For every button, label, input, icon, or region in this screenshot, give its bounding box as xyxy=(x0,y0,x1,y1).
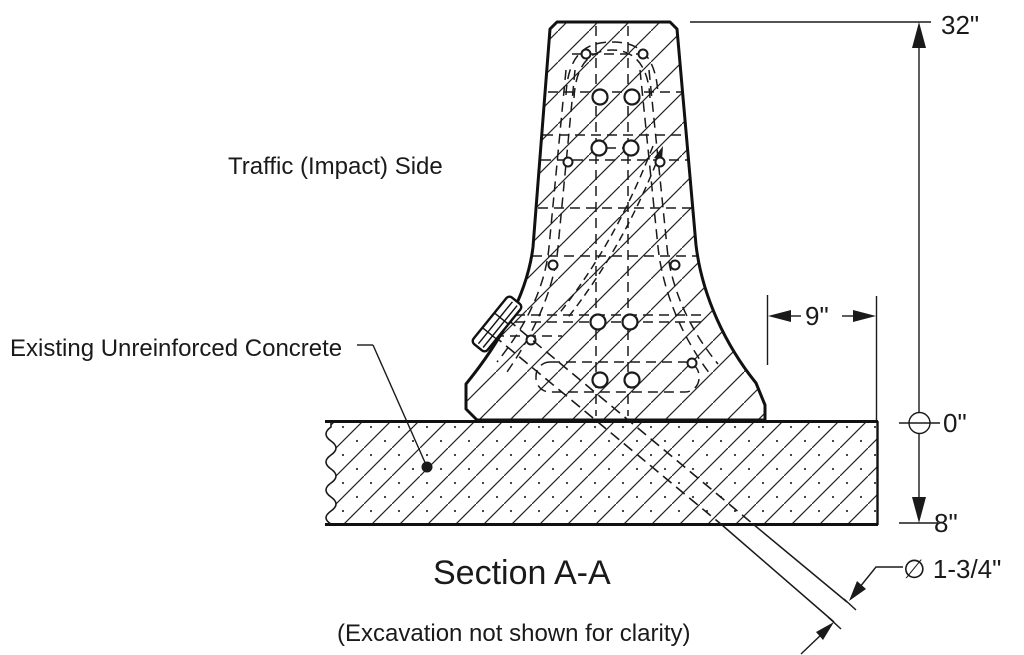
barrier-body xyxy=(464,20,767,422)
slab-break-line xyxy=(325,422,337,525)
dimension-9in xyxy=(766,295,878,420)
existing-slab xyxy=(325,420,879,526)
arrow-right-icon xyxy=(853,310,876,322)
barrier-outline xyxy=(464,20,767,422)
leader-dot-icon xyxy=(421,461,433,473)
rebar-sections xyxy=(525,48,698,389)
excavation-note: (Excavation not shown for clarity) xyxy=(337,620,690,647)
arrow-left-icon xyxy=(768,310,791,322)
arrow-down-icon xyxy=(912,497,926,523)
dim-8in-label: 8" xyxy=(934,508,958,538)
slab-hatch xyxy=(326,422,877,524)
existing-concrete-label: Existing Unreinforced Concrete xyxy=(10,335,342,362)
dim-32in-label: 32" xyxy=(941,10,979,40)
dowel-diameter-callout xyxy=(800,566,903,655)
anchor-dowel xyxy=(492,318,857,630)
arrow-diameter-lower-icon xyxy=(816,622,834,640)
existing-concrete-leader xyxy=(357,344,433,473)
anchor-sleeve-tip xyxy=(654,146,663,160)
arrow-diameter-upper-icon xyxy=(849,581,866,601)
dim-0in-label: 0" xyxy=(943,408,967,438)
traffic-side-label: Traffic (Impact) Side xyxy=(228,153,443,180)
dimension-height xyxy=(690,21,940,524)
section-title: Section A-A xyxy=(433,554,611,592)
barrier-hatch xyxy=(466,22,765,420)
dim-9in-label: 9" xyxy=(805,301,829,331)
arrow-up-icon xyxy=(912,22,926,48)
dowel-diameter-label: ∅ 1-3/4" xyxy=(903,554,1001,584)
anchor-plate xyxy=(471,295,523,353)
